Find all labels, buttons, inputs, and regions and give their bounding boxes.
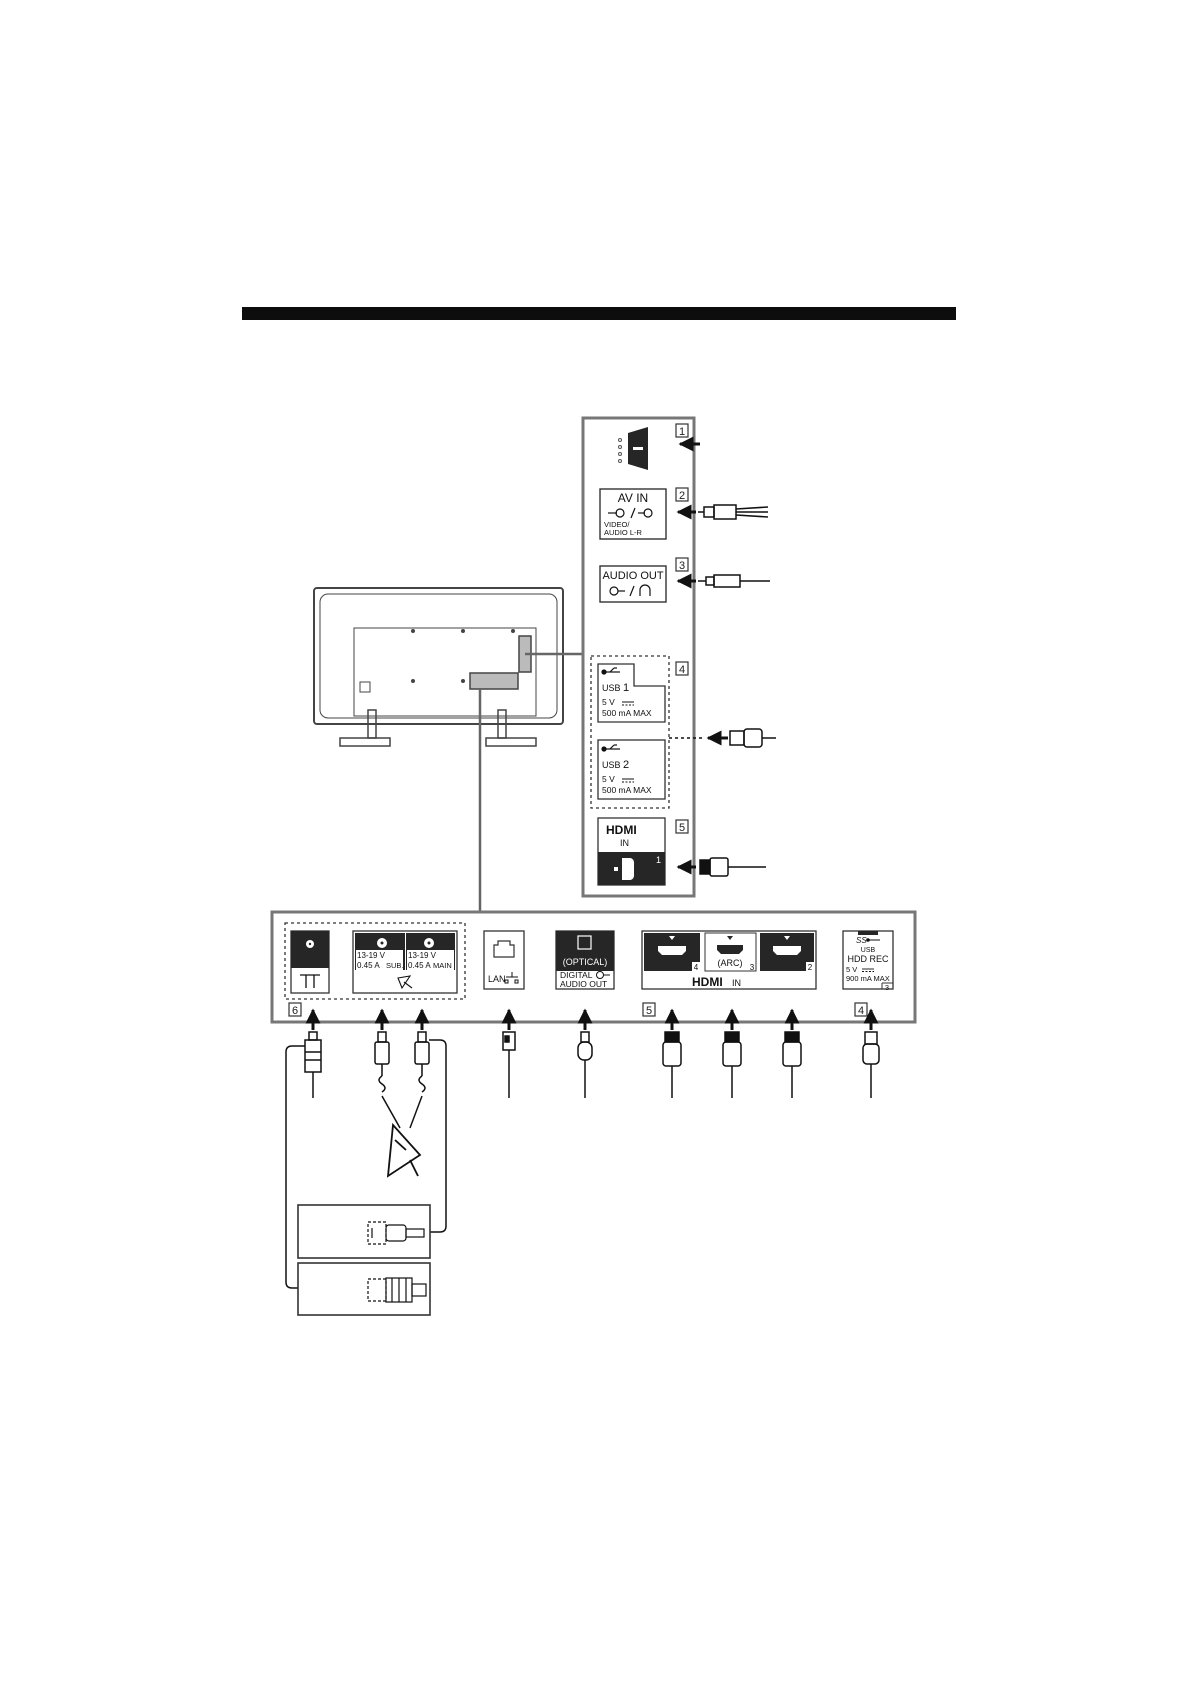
audio-out-title: AUDIO OUT — [602, 570, 663, 582]
av-in-title: AV IN — [618, 491, 648, 505]
hdmi1-port[interactable]: HDMI IN 1 — [597, 817, 666, 886]
antenna-group-frame — [284, 922, 466, 1000]
audio-out-port[interactable]: AUDIO OUT — [599, 565, 667, 603]
av-in-sub1: VIDEO/ — [604, 520, 630, 529]
usb3-hdd-port[interactable]: SS USB HDD REC 5 V 900 mA MAX 3 — [842, 930, 894, 992]
side-cables — [669, 436, 776, 877]
antenna-port[interactable] — [290, 930, 330, 994]
hdmi4-num: 4 — [694, 963, 699, 972]
sat-main-volt: 13-19 V — [408, 951, 437, 960]
bottom-num-5: 5 — [646, 1005, 652, 1017]
sat-main-amp: 0.45 A — [408, 961, 431, 970]
bottom-num-4: 4 — [858, 1005, 864, 1017]
hdmi-in-label: IN — [732, 978, 741, 988]
header-bar — [242, 307, 956, 320]
hdmi3-num: 3 — [750, 963, 755, 972]
av-in-port[interactable]: AV IN VIDEO/ AUDIO L-R — [599, 488, 667, 540]
sat-sub-volt: 13-19 V — [357, 951, 386, 960]
satellite-port[interactable]: 13-19 V 0.45 A SUB. 13-19 V 0.45 A MAIN — [352, 930, 458, 994]
side-num-1: 1 — [679, 426, 685, 438]
optical-port[interactable]: (OPTICAL) DIGITAL AUDIO OUT — [555, 930, 615, 990]
cam-slot-icon — [618, 427, 648, 470]
hdmi2-num: 2 — [808, 963, 813, 972]
sat-sub-tag: SUB. — [386, 961, 404, 970]
side-panel: 1 2 3 4 5 AV IN VIDEO/ AUDIO L-R — [581, 416, 696, 898]
usb1-num: 1 — [623, 682, 629, 694]
optical-tag: (OPTICAL) — [563, 957, 608, 967]
satellite-dish-icon — [386, 1122, 422, 1178]
satellite-adapter-box — [297, 1204, 431, 1259]
hdmi3-port[interactable]: (ARC) 3 — [704, 932, 757, 972]
usb3-amp: 900 mA MAX — [846, 974, 890, 983]
side-num-4: 4 — [679, 664, 685, 676]
hdmi1-in: IN — [620, 838, 629, 848]
usb-icon — [866, 938, 880, 942]
hdmi-group: 4 (ARC) 3 2 HDMI IN — [641, 930, 817, 990]
adapter-boxes — [297, 1204, 431, 1316]
panel-leader-lines — [478, 652, 583, 912]
antenna-icon — [300, 974, 320, 988]
optical-line1: DIGITAL — [560, 970, 593, 980]
hdmi1-num: 1 — [656, 855, 661, 865]
usb3-volt: 5 V — [846, 965, 857, 974]
sat-sub-amp: 0.45 A — [357, 961, 380, 970]
usb1-label: USB — [602, 683, 621, 693]
av-in-sub2: AUDIO L-R — [604, 528, 643, 537]
usb2-label: USB — [602, 760, 621, 770]
sat-main-tag: MAIN — [433, 961, 452, 970]
hdmi1-logo: HDMI — [606, 823, 637, 837]
tv-rear-view — [313, 587, 564, 747]
usb3-num: 3 — [885, 983, 889, 992]
lan-port[interactable]: LAN — [483, 930, 525, 990]
satellite-dish-icon — [397, 975, 413, 990]
lan-label: LAN — [488, 974, 506, 984]
side-num-5: 5 — [679, 822, 685, 834]
hdmi2-port[interactable]: 2 — [760, 933, 814, 972]
bottom-cables — [285, 1008, 880, 1289]
bottom-panel: 13-19 V 0.45 A SUB. 13-19 V 0.45 A MAIN … — [270, 910, 917, 1024]
side-num-2: 2 — [679, 490, 685, 502]
usb2-amp: 500 mA MAX — [602, 785, 652, 795]
side-num-3: 3 — [679, 560, 685, 572]
usb-group-frame — [590, 655, 670, 809]
hdmi-logo: HDMI — [692, 975, 723, 989]
usb3-usb: USB — [861, 947, 876, 954]
usb3-ss: SS — [856, 936, 867, 945]
usb1-amp: 500 mA MAX — [602, 708, 652, 718]
usb3-hdd: HDD REC — [847, 954, 889, 964]
antenna-adapter-box — [297, 1262, 431, 1316]
usb-icon — [601, 744, 620, 752]
usb-icon — [601, 667, 620, 675]
bottom-num-6: 6 — [292, 1005, 298, 1017]
network-icon — [504, 972, 519, 984]
usb1-volt: 5 V — [602, 697, 615, 707]
optical-line2: AUDIO OUT — [560, 979, 607, 989]
hdmi3-arc: (ARC) — [718, 958, 743, 968]
usb2-volt: 5 V — [602, 774, 615, 784]
hdmi4-port[interactable]: 4 — [644, 933, 700, 972]
usb1-port[interactable]: USB 1 5 V 500 mA MAX — [597, 663, 666, 723]
usb2-num: 2 — [623, 759, 629, 771]
usb2-port[interactable]: USB 2 5 V 500 mA MAX — [597, 739, 666, 800]
